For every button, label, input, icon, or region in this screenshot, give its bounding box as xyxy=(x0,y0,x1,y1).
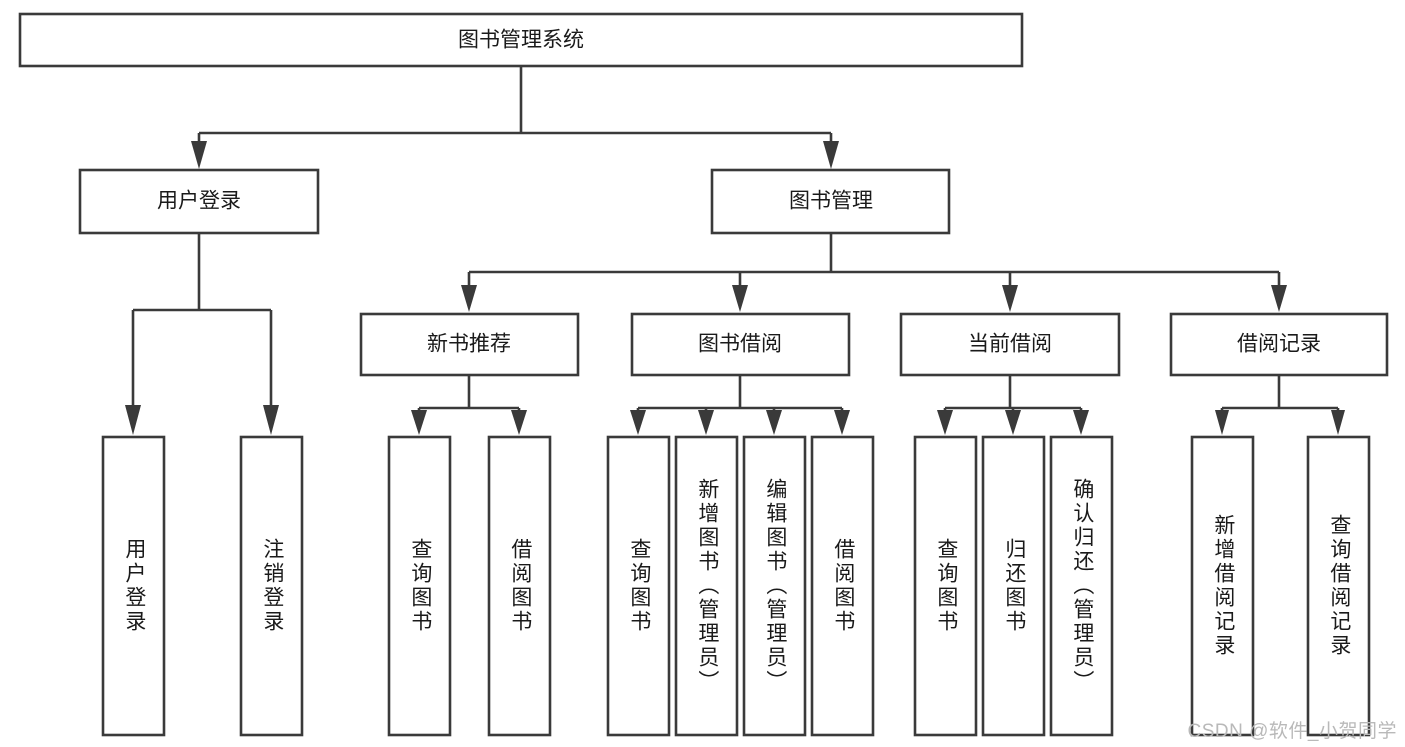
arrow-head-current-borrow-leaf3 xyxy=(1073,410,1089,435)
leaf-current-borrow-2[interactable] xyxy=(981,435,1046,737)
node-current-borrow-label: 当前借阅 xyxy=(968,333,1052,356)
leaf-user-login-2[interactable] xyxy=(239,435,304,737)
arrow-head-new-book xyxy=(461,285,477,312)
arrow-head-borrow-record xyxy=(1271,285,1287,312)
arrow-head-borrow-record-leaf2 xyxy=(1331,410,1345,435)
node-user-login-label: 用户登录 xyxy=(157,190,241,213)
arrow-head-user-login-leaf2 xyxy=(263,405,279,435)
connector-group-book-borrow xyxy=(630,375,850,435)
node-current-borrow[interactable] xyxy=(899,312,1121,377)
arrow-head-current-borrow-leaf1 xyxy=(937,410,953,435)
connector-group-root xyxy=(191,66,839,169)
node-user-login[interactable] xyxy=(78,168,320,235)
arrow-head-book-borrow-leaf3 xyxy=(766,410,782,435)
arrow-head-book-manage xyxy=(823,141,839,169)
node-new-book-recommend-label: 新书推荐 xyxy=(427,333,511,356)
node-book-manage-label: 图书管理 xyxy=(789,190,873,213)
arrow-head-book-borrow xyxy=(732,285,748,312)
arrow-head-user-login-leaf1 xyxy=(125,405,141,435)
arrow-head-current-borrow-leaf2 xyxy=(1005,410,1021,435)
node-root[interactable] xyxy=(18,12,1024,68)
leaf-borrow-record-2[interactable] xyxy=(1306,435,1371,737)
node-borrow-record[interactable] xyxy=(1169,312,1389,377)
node-new-book-recommend[interactable] xyxy=(359,312,580,377)
leaf-book-borrow-4[interactable] xyxy=(810,435,875,737)
connector-group-user-login xyxy=(125,233,279,435)
node-book-borrow[interactable] xyxy=(630,312,851,377)
arrow-head-user-login xyxy=(191,141,207,169)
leaf-current-borrow-1[interactable] xyxy=(913,435,978,737)
node-book-borrow-label: 图书借阅 xyxy=(698,333,782,356)
arrow-head-book-borrow-leaf1 xyxy=(630,410,646,435)
arrow-head-borrow-record-leaf1 xyxy=(1215,410,1229,435)
leaf-new-book-1[interactable] xyxy=(387,435,452,737)
arrow-head-book-borrow-leaf4 xyxy=(834,410,850,435)
leaf-book-borrow-2[interactable] xyxy=(674,435,739,737)
leaf-new-book-2[interactable] xyxy=(487,435,552,737)
node-book-manage[interactable] xyxy=(710,168,951,235)
leaf-borrow-record-1[interactable] xyxy=(1190,435,1255,737)
arrow-head-new-book-leaf2 xyxy=(511,410,527,435)
connector-group-book-manage xyxy=(461,233,1287,312)
leaf-current-borrow-3[interactable] xyxy=(1049,435,1114,737)
leaf-user-login-1[interactable] xyxy=(101,435,166,737)
leaf-book-borrow-3[interactable] xyxy=(742,435,807,737)
connector-group-new-book xyxy=(411,375,527,435)
connector-group-current-borrow xyxy=(937,375,1089,435)
csdn-watermark: CSDN @软件_小贺同学 xyxy=(1187,721,1397,742)
arrow-head-book-borrow-leaf2 xyxy=(698,410,714,435)
arrow-head-new-book-leaf1 xyxy=(411,410,427,435)
node-root-label: 图书管理系统 xyxy=(458,29,584,52)
arrow-head-current-borrow xyxy=(1002,285,1018,312)
connector-group-borrow-record xyxy=(1215,375,1345,435)
leaf-book-borrow-1[interactable] xyxy=(606,435,671,737)
node-borrow-record-label: 借阅记录 xyxy=(1237,333,1321,356)
